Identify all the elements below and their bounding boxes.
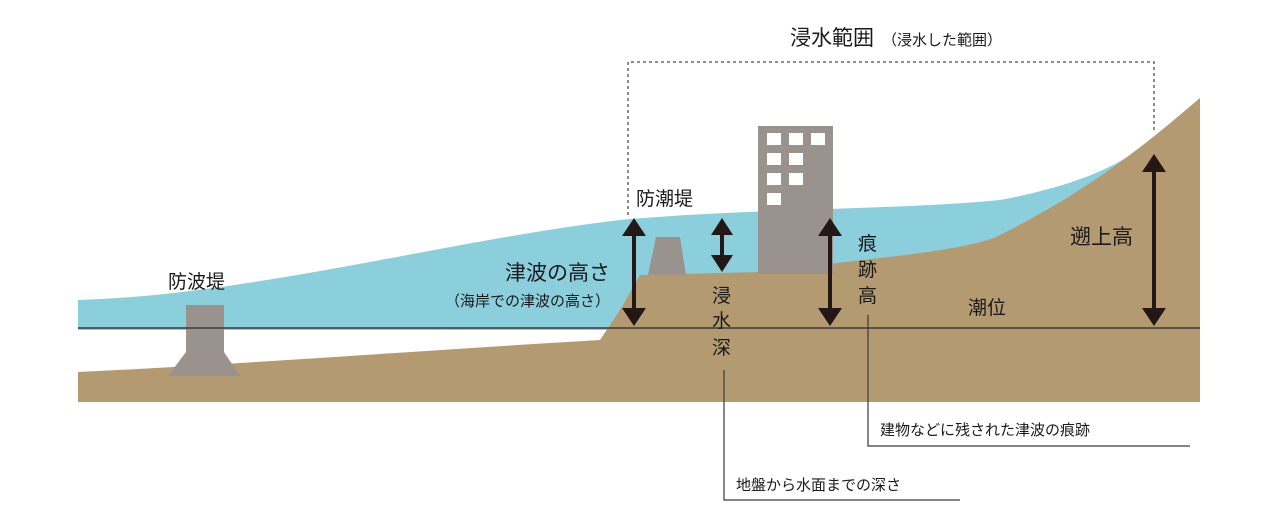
- breakwater-label: 防波堤: [168, 271, 225, 293]
- inundation-depth-char-3: 深: [712, 337, 731, 359]
- ground: [78, 98, 1200, 402]
- trace-height-arrow: [818, 218, 842, 326]
- tide-level-label: 潮位: [968, 297, 1006, 319]
- trace-height-char-3: 高: [858, 285, 877, 307]
- tsunami-height-label: 津波の高さ: [505, 261, 610, 285]
- inundation-area-label: 浸水範囲: [790, 26, 874, 50]
- trace-height-char-2: 跡: [858, 259, 877, 281]
- inundation-depth-char-2: 水: [712, 310, 731, 332]
- runup-height-label: 遡上高: [1070, 225, 1133, 249]
- seawall-structure: [648, 237, 686, 275]
- depth-callout-label: 地盤から水面までの深さ: [736, 476, 901, 494]
- depth-callout-line: [723, 370, 960, 501]
- inundation-depth-char-1: 浸: [712, 285, 731, 307]
- tsunami-height-arrow: [622, 218, 646, 326]
- trace-height-char-1: 痕: [858, 233, 877, 255]
- inundation-area-bracket: [627, 61, 1155, 215]
- inundation-depth-arrow: [711, 218, 733, 272]
- trace-callout-line: [867, 315, 1190, 447]
- seawall-label: 防潮堤: [636, 188, 693, 210]
- inundation-area-note: （浸水した範囲）: [882, 31, 1002, 49]
- trace-callout-label: 建物などに残された津波の痕跡: [880, 421, 1090, 439]
- runup-height-arrow: [1142, 154, 1166, 326]
- tsunami-height-note: （海岸での津波の高さ）: [445, 292, 610, 310]
- breakwater-structure: [168, 305, 240, 376]
- building: [758, 126, 833, 274]
